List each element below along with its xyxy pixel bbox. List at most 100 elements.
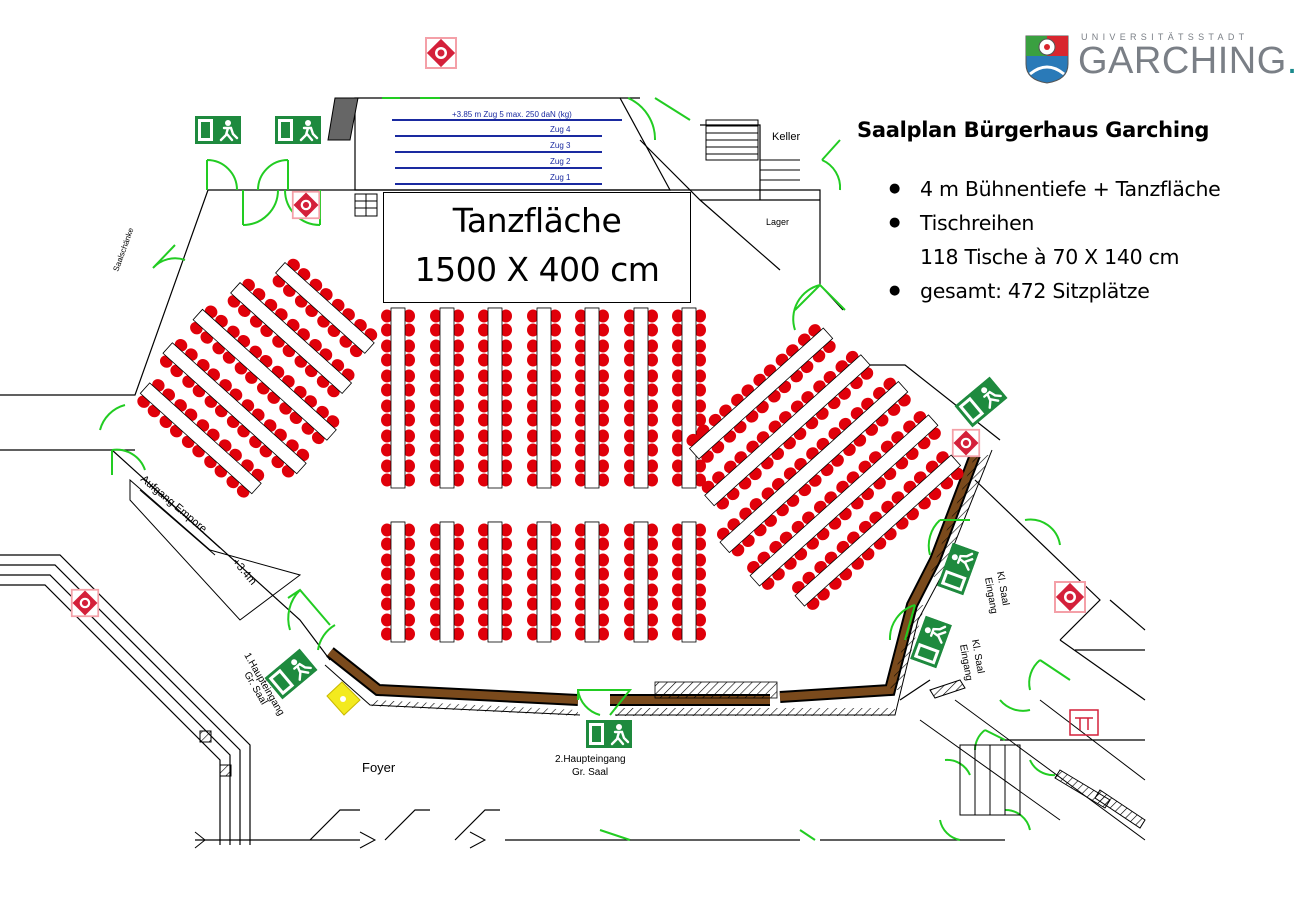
chair: [381, 553, 393, 567]
chair: [430, 353, 442, 367]
chair: [527, 369, 539, 383]
chair: [527, 627, 539, 641]
toilet-area: [919, 679, 1146, 841]
chair: [549, 383, 561, 397]
chair: [597, 597, 609, 611]
chair: [646, 523, 658, 537]
chair: [452, 383, 464, 397]
chair: [527, 459, 539, 473]
chair: [549, 597, 561, 611]
chair: [527, 613, 539, 627]
chair: [672, 597, 684, 611]
chair: [694, 583, 706, 597]
chair: [430, 583, 442, 597]
chair: [403, 443, 415, 457]
table-row: [688, 327, 834, 460]
chair: [452, 597, 464, 611]
chair: [624, 473, 636, 487]
chair: [452, 459, 464, 473]
table-row: [704, 354, 871, 507]
chair: [694, 553, 706, 567]
chair: [549, 413, 561, 427]
chair: [478, 309, 490, 323]
chair: [672, 323, 684, 337]
dancefloor-box: Tanzfläche 1500 X 400 cm: [383, 192, 691, 303]
chair: [527, 399, 539, 413]
chair: [575, 613, 587, 627]
table-row: [633, 521, 649, 643]
label-aufgang: Aufgang Empore: [138, 473, 209, 535]
chair: [624, 383, 636, 397]
chair: [430, 383, 442, 397]
dancefloor-size: 1500 X 400 cm: [414, 250, 660, 289]
chair: [381, 443, 393, 457]
chair: [549, 523, 561, 537]
chair: [624, 459, 636, 473]
table-row: [719, 380, 909, 554]
chair: [694, 459, 706, 473]
chair: [694, 369, 706, 383]
chair: [452, 583, 464, 597]
chair: [575, 429, 587, 443]
chair: [597, 567, 609, 581]
chair: [478, 473, 490, 487]
chair: [527, 353, 539, 367]
logo-title: GARCHING.: [1078, 40, 1294, 82]
chair: [478, 339, 490, 353]
chair: [381, 567, 393, 581]
chair: [478, 583, 490, 597]
chair: [381, 309, 393, 323]
chair: [430, 459, 442, 473]
chair: [597, 537, 609, 551]
exit-sign-5: [954, 376, 1008, 428]
chair: [403, 627, 415, 641]
chair: [672, 339, 684, 353]
foyer-walls: [195, 679, 1005, 841]
chair: [646, 383, 658, 397]
chair: [500, 567, 512, 581]
chair: [624, 583, 636, 597]
chair: [500, 353, 512, 367]
chair: [575, 399, 587, 413]
chair: [694, 399, 706, 413]
chair: [549, 553, 561, 567]
front-wall: [324, 449, 993, 716]
chair: [403, 473, 415, 487]
chair: [694, 613, 706, 627]
chair: [575, 473, 587, 487]
chair: [381, 459, 393, 473]
chair: [646, 583, 658, 597]
chair: [403, 523, 415, 537]
chair: [646, 537, 658, 551]
chair: [403, 583, 415, 597]
chair: [500, 459, 512, 473]
chair: [403, 597, 415, 611]
table-row: [487, 521, 503, 643]
chair: [478, 613, 490, 627]
chair: [549, 309, 561, 323]
garching-crest-icon: [1025, 35, 1069, 84]
chair: [527, 523, 539, 537]
table-row: [536, 307, 552, 489]
left-diagonal-block: [137, 258, 378, 498]
chair: [694, 597, 706, 611]
chair: [549, 369, 561, 383]
stage-steps: [327, 97, 378, 217]
chair: [549, 537, 561, 551]
chair: [694, 627, 706, 641]
chair: [527, 323, 539, 337]
chair: [549, 459, 561, 473]
chair: [381, 323, 393, 337]
chair: [403, 459, 415, 473]
foyer-markers: [194, 681, 487, 849]
garching-logo: UNIVERSITÄTSSTADT GARCHING.: [1024, 30, 1294, 88]
chair: [430, 429, 442, 443]
chair: [403, 323, 415, 337]
chair: [500, 369, 512, 383]
info-item-table-size: 118 Tische à 70 X 140 cm: [920, 245, 1180, 269]
table-row: [439, 521, 455, 643]
chair: [527, 339, 539, 353]
chair: [575, 309, 587, 323]
chair: [575, 339, 587, 353]
